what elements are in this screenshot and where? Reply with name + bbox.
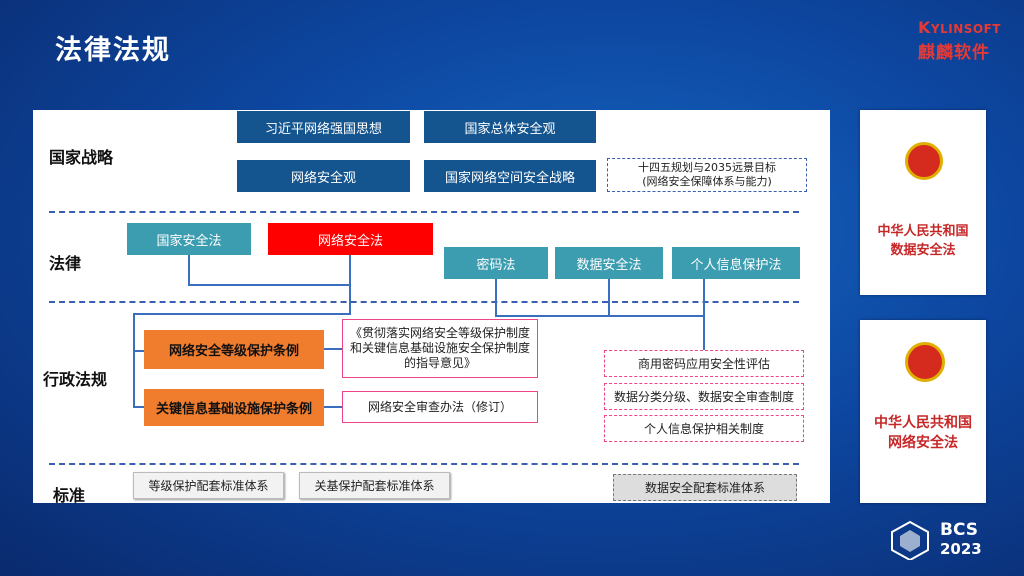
separator bbox=[49, 301, 799, 303]
national-emblem-icon bbox=[905, 142, 943, 180]
diagram-panel: 国家战略 法律 行政法规 标准 习近平网络强国思想 国家总体安全观 网络安全观 … bbox=[33, 110, 830, 505]
strategy-box: 网络安全观 bbox=[237, 160, 410, 192]
row-label-standard: 标准 bbox=[53, 486, 86, 505]
strategy-note: 十四五规划与2035远景目标 (网络安全保障体系与能力) bbox=[607, 158, 807, 192]
connector-line bbox=[133, 313, 351, 315]
separator bbox=[49, 211, 799, 213]
connector-line bbox=[133, 406, 145, 408]
law-box: 个人信息保护法 bbox=[672, 247, 800, 279]
connector-line bbox=[133, 313, 135, 408]
connector-line bbox=[608, 279, 610, 317]
separator bbox=[49, 463, 799, 465]
connector-line bbox=[324, 348, 342, 350]
guideline-box: 《贯彻落实网络安全等级保护制度 和关键信息基础设施安全保护制度 的指导意见》 bbox=[342, 319, 538, 378]
book-cybersecurity-law: 中华人民共和国 网络安全法 bbox=[860, 320, 986, 503]
logo-cn: 麒麟软件 bbox=[918, 43, 990, 63]
crypto-eval-box: 商用密码应用安全性评估 bbox=[604, 350, 804, 377]
connector-line bbox=[133, 350, 145, 352]
connector-line bbox=[324, 406, 342, 408]
connector-line bbox=[703, 315, 705, 350]
row-label-regulation: 行政法规 bbox=[43, 370, 108, 389]
regulation-box: 网络安全等级保护条例 bbox=[144, 330, 324, 369]
connector-line bbox=[703, 279, 705, 339]
kylinsoft-logo: KYLINSOFT 麒麟软件 bbox=[918, 18, 1008, 63]
row-label-law: 法律 bbox=[49, 254, 82, 273]
strategy-box: 习近平网络强国思想 bbox=[237, 111, 410, 143]
connector-line bbox=[495, 315, 705, 317]
pi-rules-box: 个人信息保护相关制度 bbox=[604, 415, 804, 442]
connector-line bbox=[188, 284, 350, 286]
standard-box: 数据安全配套标准体系 bbox=[613, 474, 797, 501]
page-title: 法律法规 bbox=[55, 35, 171, 66]
regulation-box: 关键信息基础设施保护条例 bbox=[144, 389, 324, 426]
connector-line bbox=[188, 255, 190, 286]
hexagon-icon bbox=[891, 520, 929, 560]
standard-box: 关基保护配套标准体系 bbox=[299, 472, 450, 499]
connector-line bbox=[495, 279, 497, 317]
law-box-highlight: 网络安全法 bbox=[268, 223, 433, 255]
connector-line bbox=[349, 255, 351, 315]
data-class-box: 数据分类分级、数据安全审查制度 bbox=[604, 383, 804, 410]
review-box: 网络安全审查办法（修订） bbox=[342, 391, 538, 423]
strategy-box: 国家总体安全观 bbox=[424, 111, 596, 143]
strategy-box: 国家网络空间安全战略 bbox=[424, 160, 596, 192]
law-box: 数据安全法 bbox=[555, 247, 663, 279]
book-data-security-law: 中华人民共和国 数据安全法 bbox=[860, 110, 986, 295]
bcs-logo: BCS 2023 bbox=[888, 516, 1008, 566]
logo-en: KYLINSOFT bbox=[918, 18, 1001, 37]
law-box: 密码法 bbox=[444, 247, 548, 279]
standard-box: 等级保护配套标准体系 bbox=[133, 472, 284, 499]
national-emblem-icon bbox=[905, 342, 945, 382]
row-label-strategy: 国家战略 bbox=[49, 148, 114, 167]
law-box: 国家安全法 bbox=[127, 223, 251, 255]
